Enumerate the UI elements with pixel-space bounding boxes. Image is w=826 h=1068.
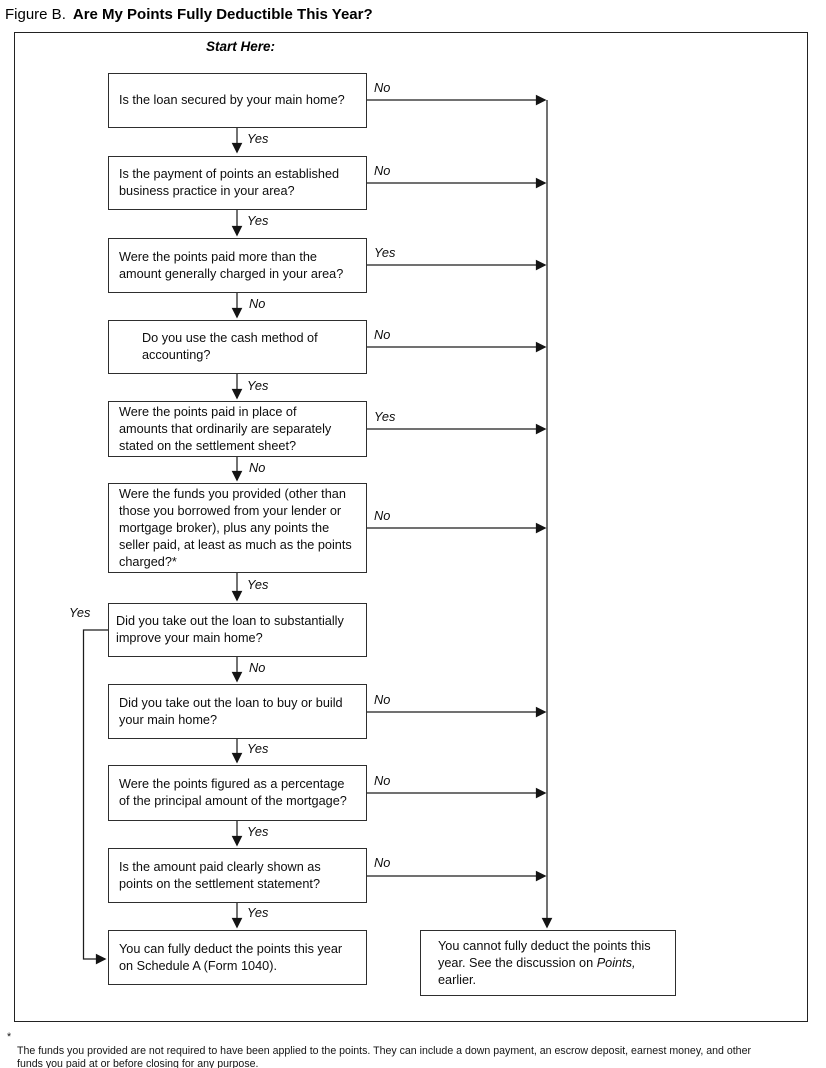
result-not-deductible-after: earlier.: [438, 972, 477, 987]
flow-box-q6-text: Were the funds you provided (other than …: [119, 486, 352, 569]
flow-box-result-deductible: You can fully deduct the points this yea…: [108, 930, 367, 985]
flow-box-q2-text: Is the payment of points an established …: [119, 167, 340, 198]
edge-label-q2-yes: Yes: [247, 213, 269, 228]
edge-label-q5-no: No: [249, 460, 266, 475]
edge-label-q9-yes: Yes: [247, 824, 269, 839]
flow-box-q7: Did you take out the loan to substantial…: [108, 603, 367, 657]
flow-box-q1-text: Is the loan secured by your main home?: [119, 93, 345, 107]
result-not-deductible-italic: Points,: [596, 955, 636, 970]
edge-label-q10-yes: Yes: [247, 905, 269, 920]
edge-label-q6-yes: Yes: [247, 577, 269, 592]
edge-label-q5-yes: Yes: [374, 409, 396, 424]
figure-title: Figure B. Are My Points Fully Deductible …: [5, 6, 373, 23]
flow-box-q9: Were the points figured as a percentage …: [108, 765, 367, 821]
flow-box-q9-text: Were the points figured as a percentage …: [119, 777, 347, 808]
edge-label-q2-no: No: [374, 163, 391, 178]
edge-label-q8-yes: Yes: [247, 741, 269, 756]
footnote: * The funds you provided are not required…: [5, 1031, 811, 1068]
edge-label-q4-yes: Yes: [247, 378, 269, 393]
flow-box-q7-text: Did you take out the loan to substantial…: [116, 614, 344, 645]
flow-box-q8-text: Did you take out the loan to buy or buil…: [119, 695, 343, 727]
flow-box-q10-text: Is the amount paid clearly shown as poin…: [119, 859, 321, 891]
footnote-marker: *: [7, 1031, 12, 1043]
result-not-deductible-text: You cannot fully deduct the points this …: [438, 938, 651, 989]
flow-box-q4: Do you use the cash method of accounting…: [108, 320, 367, 374]
footnote-text: The funds you provided are not required …: [17, 1044, 751, 1068]
edge-label-q3-yes: Yes: [374, 245, 396, 260]
edge-label-q10-no: No: [374, 855, 391, 870]
edge-label-q3-no: No: [249, 296, 266, 311]
result-not-deductible-before: You cannot fully deduct the points this …: [438, 938, 651, 970]
edge-label-q1-yes: Yes: [247, 131, 269, 146]
edge-label-q6-no: No: [374, 508, 391, 523]
flow-box-q3: Were the points paid more than the amoun…: [108, 238, 367, 293]
flow-box-q10: Is the amount paid clearly shown as poin…: [108, 848, 367, 903]
flow-box-q4-text: Do you use the cash method of accounting…: [142, 331, 318, 362]
flow-box-q5-text: Were the points paid in place of amounts…: [119, 404, 332, 453]
flow-box-q8: Did you take out the loan to buy or buil…: [108, 684, 367, 739]
edge-label-q4-no: No: [374, 327, 391, 342]
edge-label-q1-no: No: [374, 80, 391, 95]
flow-box-q3-text: Were the points paid more than the amoun…: [119, 249, 344, 281]
flow-box-result-not-deductible: You cannot fully deduct the points this …: [420, 930, 676, 996]
figure-title-text: Are My Points Fully Deductible This Year…: [72, 6, 373, 23]
figure-border: [14, 32, 808, 1022]
flow-box-q1: Is the loan secured by your main home?: [108, 73, 367, 128]
figure-label: Figure B.: [5, 6, 66, 23]
flow-box-q6: Were the funds you provided (other than …: [108, 483, 367, 573]
start-here-label: Start Here:: [206, 39, 276, 54]
edge-label-q8-no: No: [374, 692, 391, 707]
edge-label-q7-yes: Yes: [69, 605, 91, 620]
flow-box-q5: Were the points paid in place of amounts…: [108, 401, 367, 457]
edge-label-q7-no: No: [249, 660, 266, 675]
edge-label-q9-no: No: [374, 773, 391, 788]
flow-box-q2: Is the payment of points an established …: [108, 156, 367, 210]
result-deductible-text: You can fully deduct the points this yea…: [119, 941, 343, 973]
